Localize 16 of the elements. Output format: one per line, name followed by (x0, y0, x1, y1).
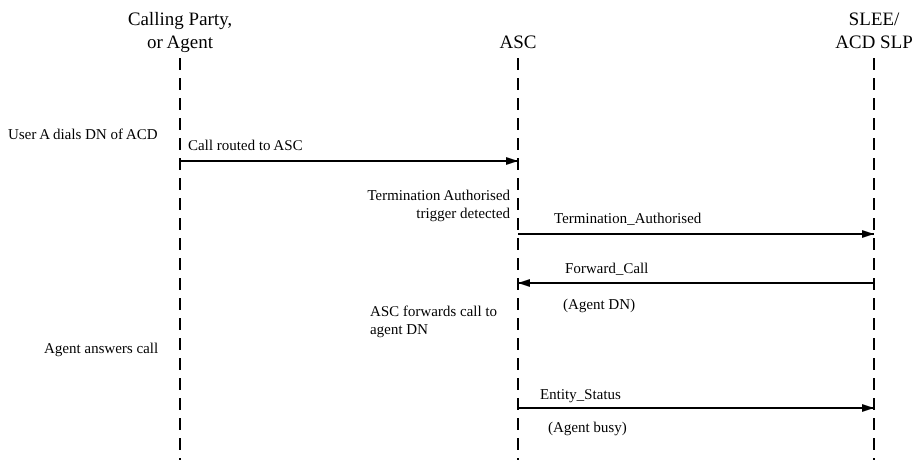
message-label: Entity_Status (538, 386, 623, 404)
annotation-text: User A dials DN of ACD (8, 126, 158, 144)
message-label: Termination_Authorised (552, 210, 704, 228)
message-arrow (180, 157, 518, 165)
annotation-text: (Agent DN) (563, 296, 636, 314)
message-label: Forward_Call (563, 260, 650, 278)
annotation-text: Agent answers call (44, 340, 160, 358)
participant-name: ASC (498, 31, 538, 54)
participant-name: Calling Party, or Agent (126, 8, 234, 54)
participant-name: SLEE/ ACD SLP (834, 8, 914, 54)
message-arrow (518, 404, 874, 412)
annotation-text: Termination Authorised trigger detected (366, 187, 510, 223)
message-arrow (518, 279, 874, 287)
annotation-text: (Agent busy) (548, 419, 628, 437)
message-arrow (518, 230, 874, 238)
annotation-text: ASC forwards call to agent DN (370, 303, 498, 339)
